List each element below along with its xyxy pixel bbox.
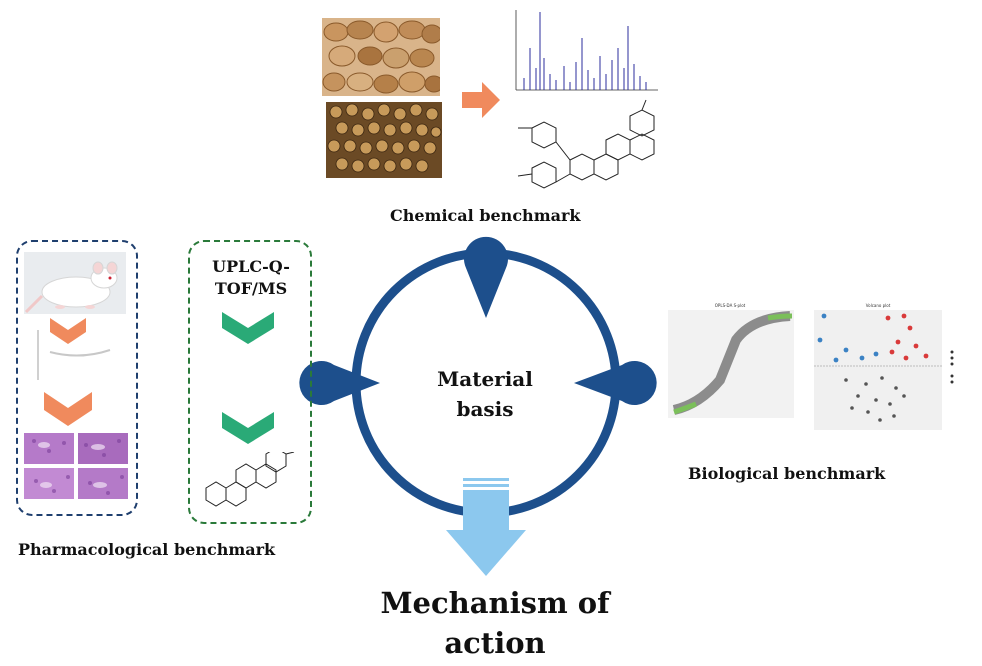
licorice-slices-photo-icon	[322, 18, 440, 96]
green-chevron-icon	[222, 412, 274, 444]
volcano-plot-icon: Volcano plot	[806, 300, 966, 438]
rat-photo-icon	[24, 252, 126, 314]
left-pointer-icon	[299, 360, 380, 405]
licorice-seeds-photo-icon	[326, 102, 442, 178]
chemical-benchmark-label: Chemical benchmark	[390, 206, 581, 225]
opls-title: OPLS-DA S-plot	[715, 303, 746, 308]
uplc-label: UPLC-Q- TOF/MS	[196, 256, 306, 300]
uplc-line2: TOF/MS	[214, 279, 288, 298]
material-basis-label: Material basis	[430, 364, 540, 424]
down-arrow-icon	[446, 478, 526, 576]
green-chevron-icon	[222, 312, 274, 344]
glycyrrhetinic-acid-structure-icon	[205, 452, 295, 507]
faint-curve	[49, 349, 111, 357]
material-basis-line1: Material	[437, 367, 533, 391]
opls-splot-icon: OPLS-DA S-plot	[660, 300, 798, 426]
uplc-line1: UPLC-Q-	[212, 257, 290, 276]
pharmacology-box	[16, 240, 138, 516]
salmon-chevron-icon	[50, 318, 86, 344]
salmon-arrow-icon	[462, 82, 500, 118]
uplc-box	[188, 240, 312, 524]
mechanism-of-action-label: Mechanism of action	[380, 583, 610, 663]
top-pointer-icon	[464, 236, 508, 318]
pharmacological-benchmark-label: Pharmacological benchmark	[18, 540, 276, 559]
mechanism-line1: Mechanism of	[380, 586, 610, 620]
salmon-chevron-icon	[44, 392, 92, 426]
right-pointer-icon	[574, 361, 657, 405]
mass-spectrum-icon	[515, 10, 658, 91]
material-basis-line2: basis	[456, 397, 514, 421]
glycyrrhizin-structure-icon	[517, 99, 655, 189]
biological-benchmark-label: Biological benchmark	[688, 464, 886, 483]
he-stain-grid-icon	[24, 433, 128, 499]
mechanism-line2: action	[444, 626, 546, 660]
volcano-title: Volcano plot	[866, 303, 891, 308]
